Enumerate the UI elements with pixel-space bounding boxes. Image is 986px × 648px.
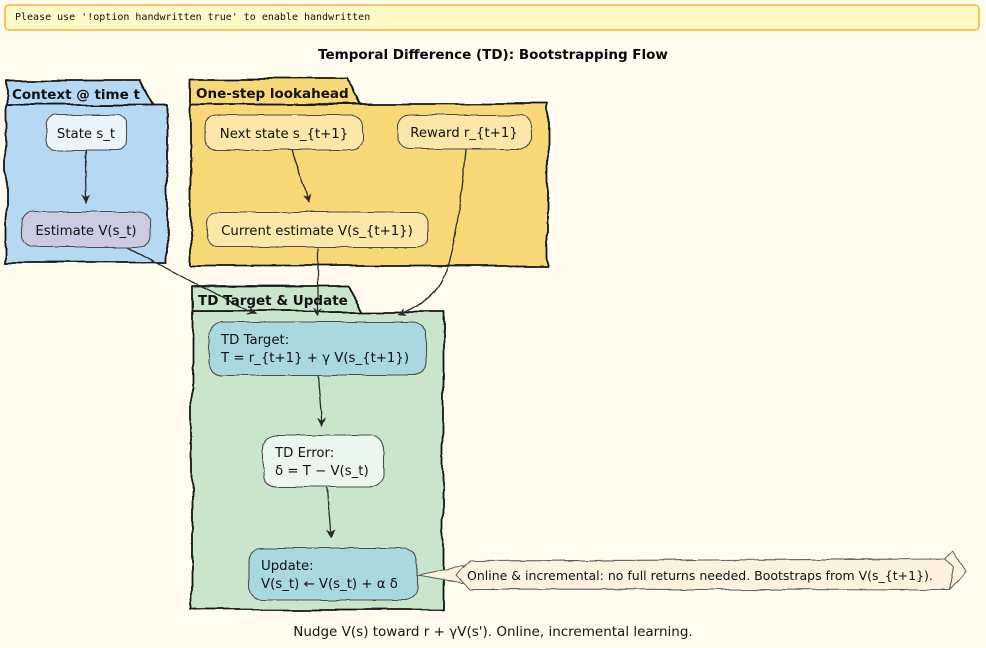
node-td-target-label-line2: T = r_{t+1} + γ V(s_{t+1}) bbox=[220, 351, 409, 366]
edge-estimate-to-tdtarget bbox=[126, 246, 257, 315]
note-fold-line bbox=[944, 558, 954, 591]
edge-layer bbox=[81, 148, 467, 539]
node-update bbox=[248, 547, 418, 601]
cluster-context-tab bbox=[5, 79, 155, 106]
node-estimate bbox=[21, 211, 151, 248]
cluster-target-update-label: TD Target & Update bbox=[198, 293, 348, 309]
node-current-estimate-label: Current estimate V(s_{t+1}) bbox=[221, 224, 413, 239]
node-estimate-label: Estimate V(s_t) bbox=[35, 224, 136, 239]
edge-reward-to-tdtarget bbox=[397, 148, 467, 317]
diagram-title: Temporal Difference (TD): Bootstrapping … bbox=[318, 47, 668, 63]
node-reward bbox=[397, 114, 532, 150]
cluster-lookahead-tab bbox=[189, 78, 361, 105]
cluster-context-label: Context @ time t bbox=[12, 87, 140, 103]
option-banner-text: Please use '!option handwritten true' to… bbox=[15, 12, 371, 23]
node-state bbox=[45, 114, 128, 151]
node-td-error-label-line1: TD Error: bbox=[274, 446, 334, 461]
node-next-state bbox=[204, 114, 364, 151]
cluster-lookahead-label: One-step lookahead bbox=[196, 86, 349, 102]
edge-tdtarget-to-tderror bbox=[317, 374, 326, 427]
node-reward-label: Reward r_{t+1} bbox=[410, 126, 518, 141]
note-text: Online & incremental: no full returns ne… bbox=[467, 568, 933, 583]
node-next-state-label: Next state s_{t+1} bbox=[220, 127, 348, 142]
node-current-estimate bbox=[206, 211, 429, 248]
node-update-label-line1: Update: bbox=[261, 559, 314, 574]
node-td-error bbox=[262, 434, 384, 488]
edge-nextstate-to-currentestimate bbox=[290, 149, 312, 203]
cluster-target-update-tab bbox=[191, 285, 363, 312]
node-td-error-label-line2: δ = T − V(s_t) bbox=[275, 464, 369, 479]
note-body bbox=[455, 550, 967, 591]
note-layer bbox=[417, 550, 967, 591]
node-state-label: State s_t bbox=[57, 127, 115, 142]
label-layer: Context @ time t One-step lookahead TD T… bbox=[12, 86, 933, 592]
edge-tderror-to-update bbox=[326, 487, 336, 539]
option-banner: Please use '!option handwritten true' to… bbox=[4, 4, 980, 31]
diagram-caption: Nudge V(s) toward r + γV(s'). Online, in… bbox=[293, 624, 693, 640]
node-update-label-line2: V(s_t) ← V(s_t) + α δ bbox=[261, 577, 398, 592]
node-layer bbox=[21, 114, 532, 601]
node-td-target-label-line1: TD Target: bbox=[220, 333, 289, 348]
node-td-target bbox=[208, 321, 427, 376]
